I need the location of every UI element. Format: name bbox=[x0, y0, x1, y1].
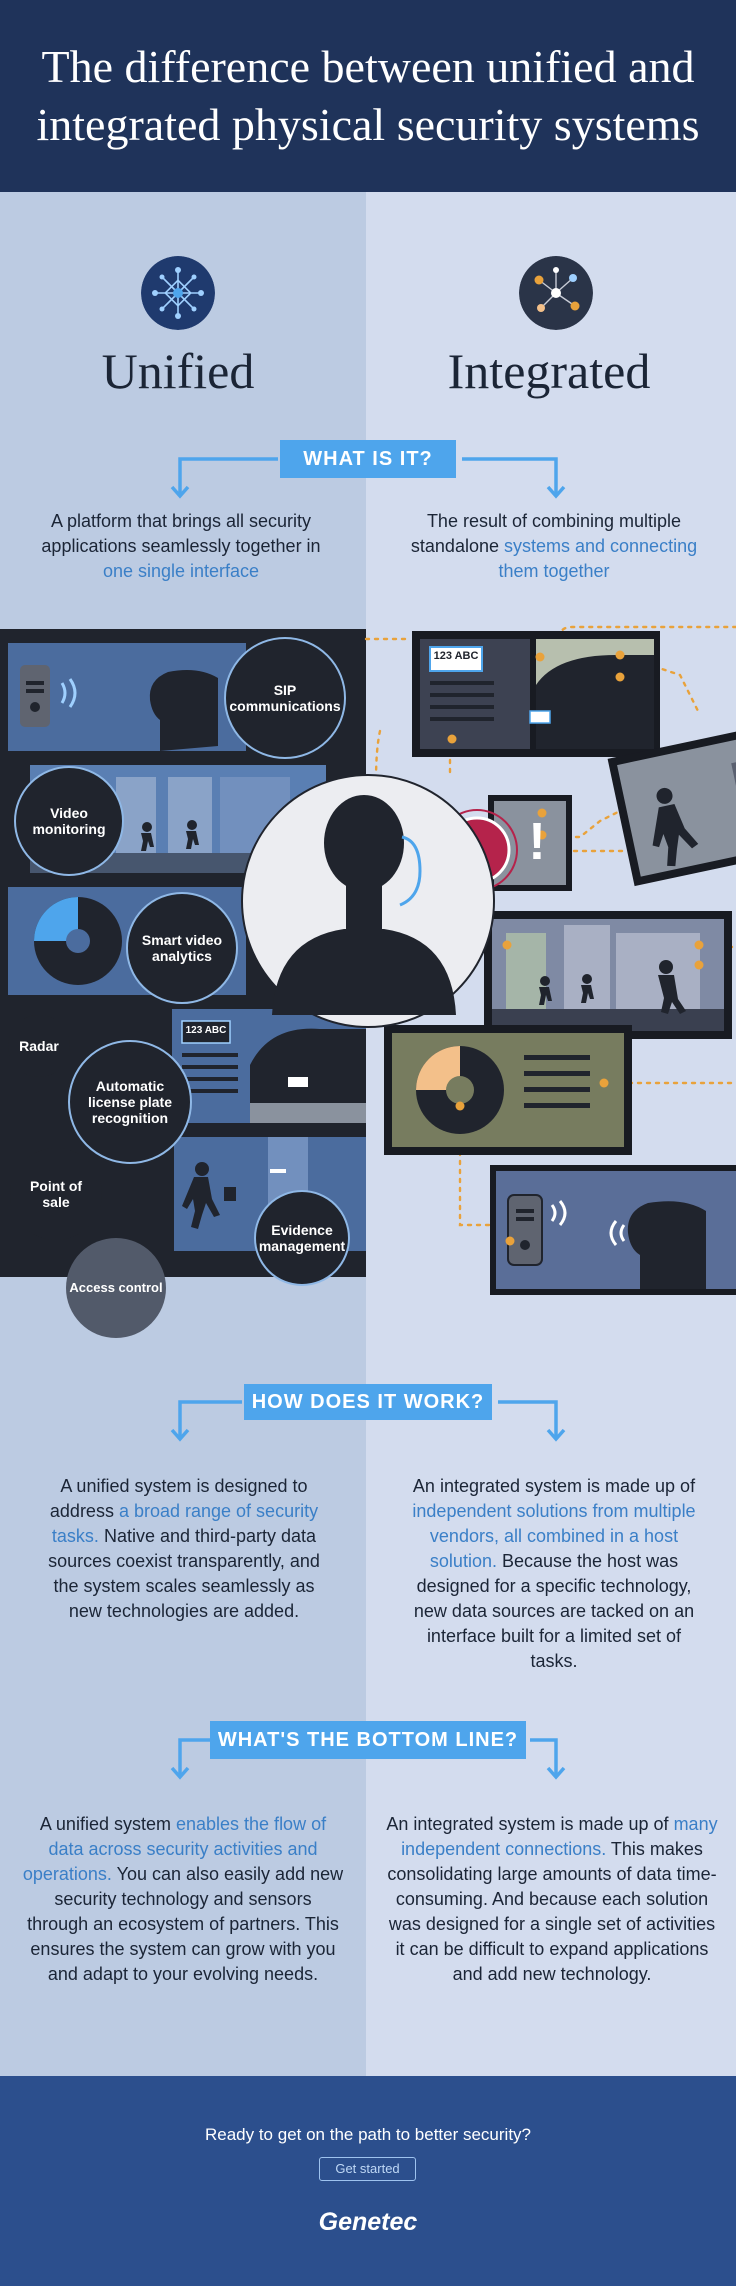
video-monitoring-bubble: Video monitoring bbox=[14, 766, 124, 876]
what-integrated-text: The result of combining multiple standal… bbox=[402, 509, 706, 584]
section-label-how: HOW DOES IT WORK? bbox=[244, 1384, 492, 1420]
get-started-button[interactable]: Get started bbox=[319, 2157, 416, 2181]
page-header: The difference between unified and integ… bbox=[0, 0, 736, 192]
body-text: A unified system is designed to address bbox=[49, 1476, 308, 1521]
body-text: This makes consolidating large amounts o… bbox=[387, 1839, 717, 1984]
body-text: The result of combining multiple standal… bbox=[410, 511, 682, 556]
section-label-bottom-line: WHAT'S THE BOTTOM LINE? bbox=[210, 1721, 526, 1759]
genetec-logo: Genetec bbox=[318, 2208, 418, 2236]
highlight-text: many independent connections. bbox=[401, 1814, 718, 1859]
connected-nodes-icon bbox=[519, 256, 593, 330]
highlight-text: independent solutions from multiple vend… bbox=[412, 1501, 696, 1571]
how-integrated-text: An integrated system is made up of indep… bbox=[404, 1474, 704, 1674]
body-text: An integrated system is made up of bbox=[386, 1814, 674, 1834]
page-title: The difference between unified and integ… bbox=[36, 41, 700, 150]
section-arrows bbox=[170, 457, 566, 499]
body-text: An integrated system is made up of bbox=[412, 1476, 696, 1496]
point-of-sale-bubble: Point of sale bbox=[10, 1148, 102, 1240]
operator-headset-icon bbox=[272, 795, 456, 1015]
radar-bubble: Radar bbox=[8, 1015, 70, 1077]
body-text: Because the host was designed for a spec… bbox=[413, 1551, 695, 1671]
body-text: A unified system bbox=[39, 1814, 176, 1834]
alert-icon: ! bbox=[528, 813, 546, 871]
body-text: A platform that brings all security appl… bbox=[41, 511, 321, 556]
plate-label-unified: 123 ABC bbox=[185, 1025, 227, 1036]
sip-communications-bubble: SIP communications bbox=[224, 637, 346, 759]
body-text: You can also easily add new security tec… bbox=[27, 1864, 344, 1984]
footer: Ready to get on the path to better secur… bbox=[0, 2076, 736, 2286]
highlight-text: enables the flow of data across security… bbox=[22, 1814, 327, 1884]
access-control-bubble: Access control bbox=[66, 1238, 166, 1338]
cta-text: Ready to get on the path to better secur… bbox=[204, 2125, 532, 2144]
illustration bbox=[0, 625, 736, 1295]
plate-label-integrated: 123 ABC bbox=[433, 650, 479, 662]
network-hub-icon bbox=[141, 256, 215, 330]
highlight-text: a broad range of security tasks. bbox=[51, 1501, 319, 1546]
bottom-line-integrated-text: An integrated system is made up of many … bbox=[386, 1812, 718, 1987]
smart-video-analytics-bubble: Smart video analytics bbox=[126, 892, 238, 1004]
integrated-title: Integrated bbox=[447, 343, 651, 399]
section-arrows bbox=[170, 1400, 566, 1442]
how-unified-text: A unified system is designed to address … bbox=[36, 1474, 332, 1624]
section-arrows bbox=[170, 1738, 566, 1780]
highlight-text: one single interface bbox=[102, 561, 260, 581]
highlight-text: systems and connecting them together bbox=[498, 536, 698, 581]
alpr-bubble: Automatic license plate recognition bbox=[68, 1040, 192, 1164]
body-text: Native and third-party data sources coex… bbox=[48, 1526, 320, 1621]
evidence-management-bubble: Evidence management bbox=[254, 1190, 350, 1286]
section-label-what: WHAT IS IT? bbox=[280, 440, 456, 478]
what-unified-text: A platform that brings all security appl… bbox=[26, 509, 336, 584]
unified-title: Unified bbox=[101, 343, 255, 399]
bottom-line-unified-text: A unified system enables the flow of dat… bbox=[22, 1812, 344, 1987]
